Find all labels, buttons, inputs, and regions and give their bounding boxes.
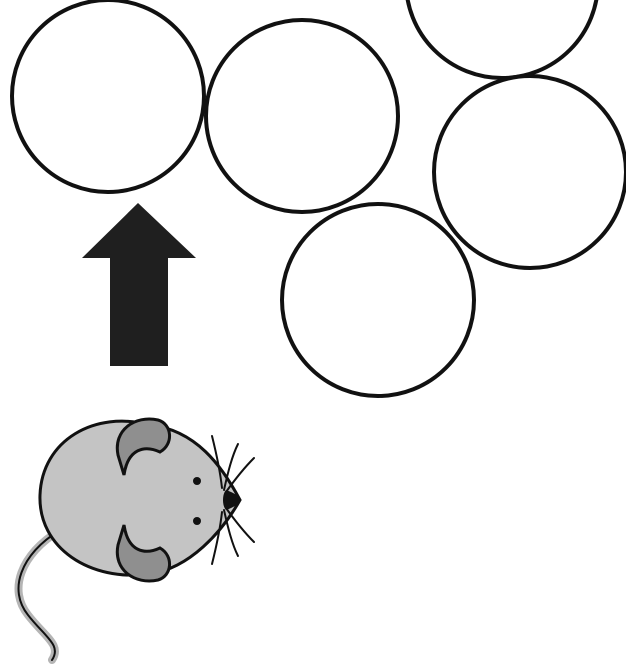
circle xyxy=(406,0,598,78)
circle-group xyxy=(12,0,626,396)
up-arrow-icon xyxy=(82,203,196,366)
mouse-tail xyxy=(18,530,60,660)
mouse-eye-bottom xyxy=(193,517,201,525)
circle xyxy=(434,76,626,268)
circle xyxy=(206,20,398,212)
mouse xyxy=(18,419,254,660)
mouse-eye-top xyxy=(193,477,201,485)
circle xyxy=(12,0,204,192)
circle xyxy=(282,204,474,396)
